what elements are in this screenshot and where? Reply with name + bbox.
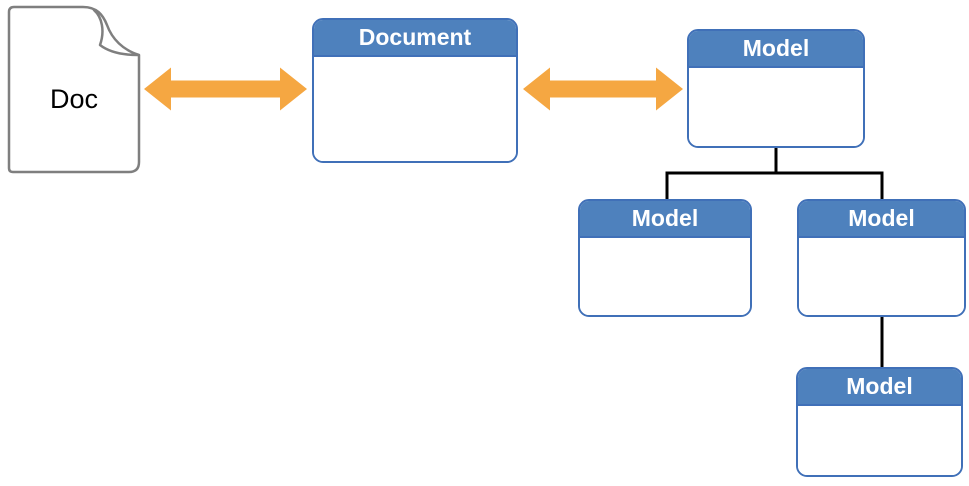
node-model-child-left-body <box>580 238 750 315</box>
node-model-root-header: Model <box>689 31 863 68</box>
node-document-label: Document <box>358 24 472 50</box>
node-model-child-right: Model <box>797 199 966 317</box>
node-model-child-right-body <box>799 238 964 315</box>
node-model-grandchild: Model <box>796 367 963 477</box>
node-document: Document <box>312 18 518 163</box>
doc-document-double-arrow-icon <box>144 67 307 111</box>
node-model-child-left-header: Model <box>580 201 750 238</box>
node-model-grandchild-header: Model <box>798 369 961 406</box>
node-model-grandchild-body <box>798 406 961 475</box>
node-model-child-left-label: Model <box>631 205 699 231</box>
node-model-child-left: Model <box>578 199 752 317</box>
node-model-root: Model <box>687 29 865 148</box>
node-model-grandchild-label: Model <box>846 373 913 399</box>
node-model-root-label: Model <box>742 35 810 61</box>
node-model-child-right-header: Model <box>799 201 964 238</box>
document-model-double-arrow-icon <box>523 67 683 111</box>
node-model-child-right-label: Model <box>848 205 915 231</box>
doc-file-icon <box>7 5 141 174</box>
node-document-body <box>314 57 516 161</box>
tree-connector-lines <box>665 148 884 367</box>
node-document-header: Document <box>314 20 516 57</box>
doc-icon-label: Doc <box>49 83 98 114</box>
node-model-root-body <box>689 68 863 146</box>
